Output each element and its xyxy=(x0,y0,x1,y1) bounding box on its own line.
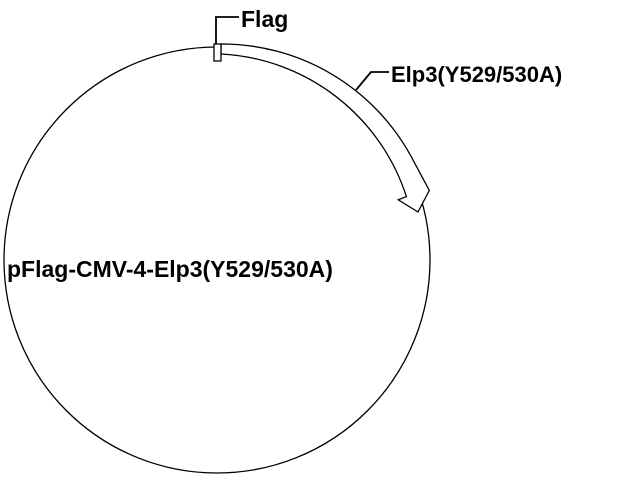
elp3-leader-line xyxy=(355,71,389,91)
flag-leader-line xyxy=(215,16,239,44)
elp3-gene-arrow xyxy=(220,43,431,213)
elp3-label: Elp3(Y529/530A) xyxy=(391,62,562,87)
flag-label: Flag xyxy=(241,6,288,32)
plasmid-name: pFlag-CMV-4-Elp3(Y529/530A) xyxy=(7,256,333,282)
flag-tag-box xyxy=(213,43,222,62)
